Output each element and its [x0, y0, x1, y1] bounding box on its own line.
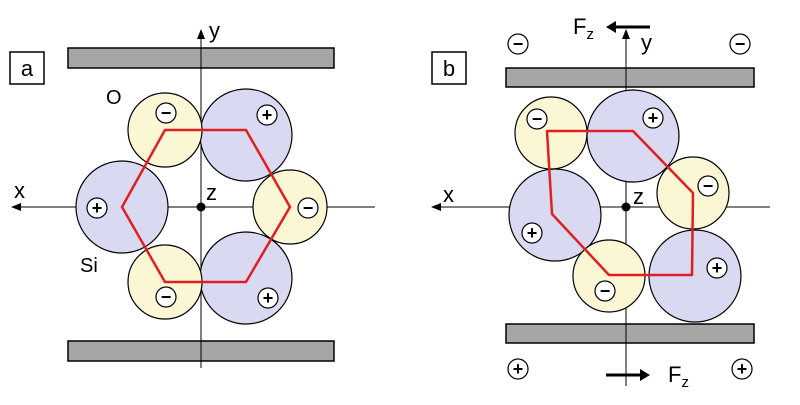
- svg-text:+: +: [648, 108, 659, 128]
- oxygen-atom: [514, 96, 588, 170]
- force-bottom: Fz: [606, 362, 689, 391]
- y-axis-label: y: [209, 18, 220, 43]
- charge-sign: +: [257, 287, 279, 309]
- svg-text:−: −: [161, 103, 172, 123]
- svg-text:+: +: [92, 198, 103, 218]
- svg-text:+: +: [262, 105, 273, 125]
- svg-text:+: +: [513, 359, 524, 379]
- charge-sign: −: [594, 280, 616, 302]
- z-axis-label: z: [633, 184, 644, 209]
- origin-point: [196, 202, 206, 212]
- svg-text:+: +: [737, 359, 748, 379]
- svg-text:−: −: [600, 281, 611, 301]
- y-axis-label: y: [641, 30, 652, 55]
- surface-charge-negative: −: [729, 33, 751, 55]
- top-plate: [505, 67, 755, 88]
- bottom-plate: [505, 323, 755, 344]
- charge-sign: −: [697, 175, 719, 197]
- silicon-atom: [199, 88, 293, 182]
- surface-charge-negative: −: [507, 33, 529, 55]
- force-label: Fz: [668, 362, 689, 391]
- charge-sign: +: [86, 197, 108, 219]
- panel-b: b − + −: [431, 14, 770, 391]
- z-axis-label: z: [206, 180, 217, 205]
- origin-point: [621, 202, 631, 212]
- svg-text:+: +: [712, 258, 723, 278]
- silicon-atom: [586, 89, 680, 183]
- ring-bonds: [545, 129, 695, 277]
- charge-sign: −: [155, 286, 177, 308]
- charge-sign: −: [526, 108, 548, 130]
- svg-text:+: +: [263, 288, 274, 308]
- charge-sign: +: [706, 257, 728, 279]
- svg-text:−: −: [303, 198, 314, 218]
- svg-text:−: −: [513, 34, 524, 54]
- x-axis-label: x: [14, 178, 25, 203]
- charge-sign: +: [642, 107, 664, 129]
- oxygen-label: O: [106, 87, 122, 109]
- charge-sign: +: [521, 222, 543, 244]
- panel-a-label: a: [21, 56, 34, 81]
- x-axis-label: x: [443, 182, 454, 207]
- panel-a-label-box: a: [9, 51, 45, 85]
- force-top: Fz: [573, 14, 650, 43]
- svg-text:−: −: [532, 109, 543, 129]
- surface-charge-positive: +: [731, 358, 753, 380]
- silicon-atom: [199, 231, 293, 325]
- panel-b-label-box: b: [431, 51, 467, 85]
- svg-text:+: +: [527, 223, 538, 243]
- panel-b-label: b: [443, 56, 455, 81]
- svg-text:−: −: [161, 287, 172, 307]
- silicon-label: Si: [80, 255, 98, 277]
- charge-sign: +: [256, 104, 278, 126]
- surface-charge-positive: +: [507, 358, 529, 380]
- panel-a: a − + +: [9, 18, 375, 368]
- force-label: Fz: [573, 14, 594, 43]
- svg-text:−: −: [735, 34, 746, 54]
- ring-bonds: [120, 128, 292, 284]
- charge-sign: −: [155, 102, 177, 124]
- charge-sign: −: [297, 197, 319, 219]
- svg-text:−: −: [703, 176, 714, 196]
